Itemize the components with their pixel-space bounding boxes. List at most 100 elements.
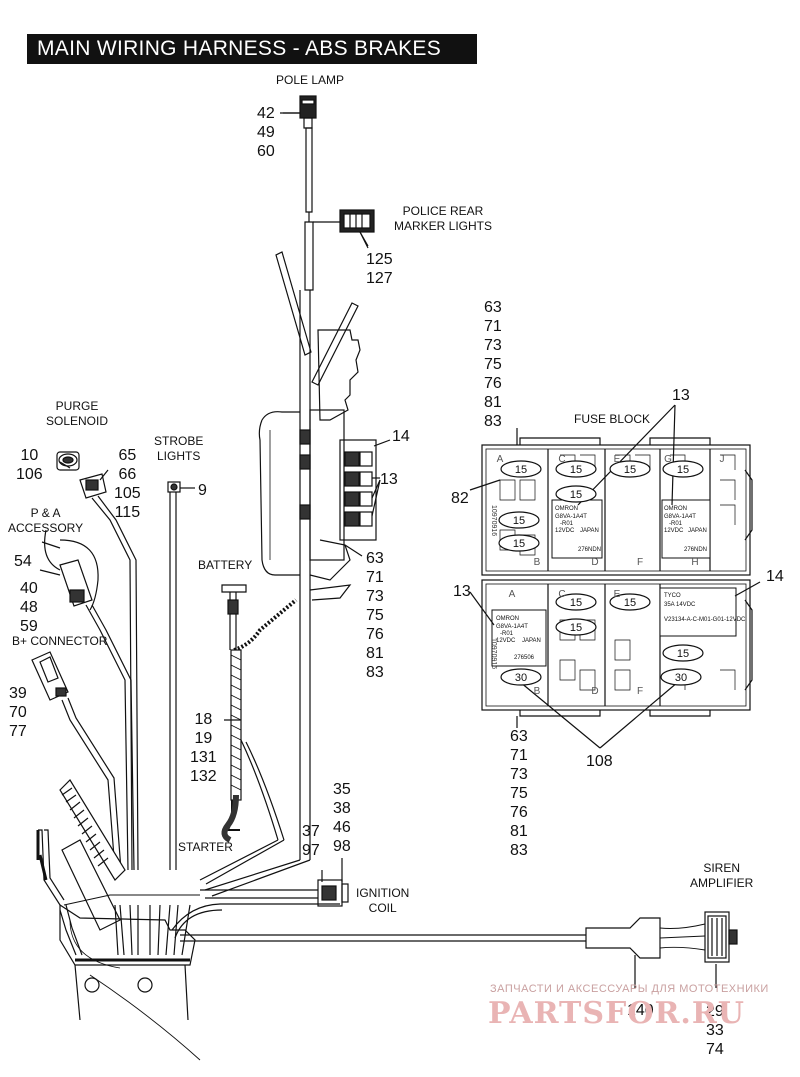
fuse-1: 15 — [515, 464, 527, 476]
col-letter-top-j: J — [720, 454, 725, 465]
callout-fuse-108: 108 — [586, 753, 613, 770]
page-title: MAIN WIRING HARNESS - ABS BRAKES — [27, 34, 477, 64]
callout-relay-14: 14 — [392, 428, 410, 445]
b-plus-connector — [31, 651, 69, 701]
col-letter-top-d: D — [591, 557, 598, 568]
fuse-7: 15 — [513, 538, 525, 550]
fuse-block-side-code-bottom: 10970916 — [490, 638, 497, 669]
ignition-coil-connector — [317, 879, 349, 907]
callout-strobe: 9 — [198, 482, 207, 499]
fuse-6: 15 — [513, 515, 525, 527]
fuse-2: 15 — [570, 464, 582, 476]
col-letter-top-c: C — [558, 454, 565, 465]
relay-bl-brand: OMRON — [496, 616, 519, 622]
label-fuse-block: FUSE BLOCK — [574, 412, 651, 426]
fuse-12: 30 — [515, 672, 527, 684]
relay-br-model: V23134-A-C-M01-G01-12VDC — [664, 617, 746, 623]
relay-tr-brand: OMRON — [664, 506, 687, 512]
fuse-9: 15 — [624, 597, 636, 609]
center-bracket — [258, 329, 377, 601]
relay-tr-spec: 12VDC — [664, 528, 684, 534]
relay-br-brand: TYCO — [664, 593, 681, 599]
callout-fuse-82: 82 — [451, 490, 469, 507]
relay-tl-origin: JAPAN — [580, 528, 599, 534]
purge-solenoid-harness-connector — [79, 473, 107, 499]
col-letter-bot-b: B — [534, 686, 541, 697]
callout-relay-13: 13 — [380, 471, 398, 488]
col-letter-top-g: G — [664, 454, 672, 465]
relay-tr-suffix: -R01 — [669, 521, 683, 527]
col-letter-top-b: B — [534, 557, 541, 568]
relay-tr-model: G8VA-1A4T — [664, 514, 696, 520]
fuse-3: 15 — [624, 464, 636, 476]
siren-harness — [585, 917, 706, 959]
fuse-10: 15 — [570, 622, 582, 634]
fuse-block-side-code-top: 10970916 — [490, 505, 497, 536]
col-letter-bot-f: F — [637, 686, 643, 697]
col-letter-bot-a: A — [509, 589, 516, 600]
callout-fuse-13-left: 13 — [453, 583, 471, 600]
battery-terminal — [221, 584, 247, 625]
relay-tl-brand: OMRON — [555, 506, 578, 512]
col-letter-bot-d: D — [591, 686, 598, 697]
fuse-13: 30 — [675, 672, 687, 684]
fuse-5: 15 — [570, 489, 582, 501]
fuse-11: 15 — [677, 648, 689, 660]
col-letter-top-e: E — [614, 454, 621, 465]
relay-bl-spec: 12VDC — [496, 638, 516, 644]
purge-solenoid-connector — [56, 451, 80, 471]
relay-bl-code: 276506 — [514, 655, 535, 661]
col-letter-bot-e: E — [614, 589, 621, 600]
relay-tr-origin: JAPAN — [688, 528, 707, 534]
col-letter-top-a: A — [497, 454, 504, 465]
col-letter-bot-c: C — [558, 589, 565, 600]
callout-fuse-13-top: 13 — [672, 387, 690, 404]
pa-accessory-connector — [59, 559, 93, 607]
callout-pa-top: 54 — [14, 553, 32, 570]
harness-junction-bracket — [59, 903, 201, 1061]
relay-bl-suffix: -R01 — [500, 631, 514, 637]
siren-amplifier-connector — [704, 911, 738, 963]
fuse-4: 15 — [677, 464, 689, 476]
relay-tl-code: 276NDN — [578, 547, 601, 553]
watermark-tagline: ЗАПЧАСТИ И АКСЕССУАРЫ ДЛЯ МОТОТЕХНИКИ — [490, 983, 769, 995]
relay-tl-suffix: -R01 — [560, 521, 574, 527]
label-b-plus-connector: B+ CONNECTOR — [12, 634, 108, 648]
label-starter: STARTER — [178, 840, 233, 854]
marker-lights-connector — [339, 209, 375, 233]
relay-br-spec: 35A 14VDC — [664, 602, 696, 608]
col-letter-top-f: F — [637, 557, 643, 568]
relay-bl-model: G8VA-1A4T — [496, 624, 528, 630]
relay-tr-code: 276NDN — [684, 547, 707, 553]
watermark-logo: PARTSFOR.RU — [488, 996, 745, 1031]
harness-conduit — [59, 779, 126, 881]
col-letter-top-h: H — [691, 557, 698, 568]
relay-tl-model: G8VA-1A4T — [555, 514, 587, 520]
relay-bl-origin: JAPAN — [522, 638, 541, 644]
relay-tl-spec: 12VDC — [555, 528, 575, 534]
callout-siren-140: 140 — [627, 1002, 654, 1019]
label-pole-lamp: POLE LAMP — [276, 73, 345, 87]
battery-cable-coil — [230, 649, 242, 801]
pole-lamp-connector — [299, 95, 317, 129]
label-battery: BATTERY — [198, 558, 253, 572]
strobe-light-connector — [167, 481, 181, 493]
